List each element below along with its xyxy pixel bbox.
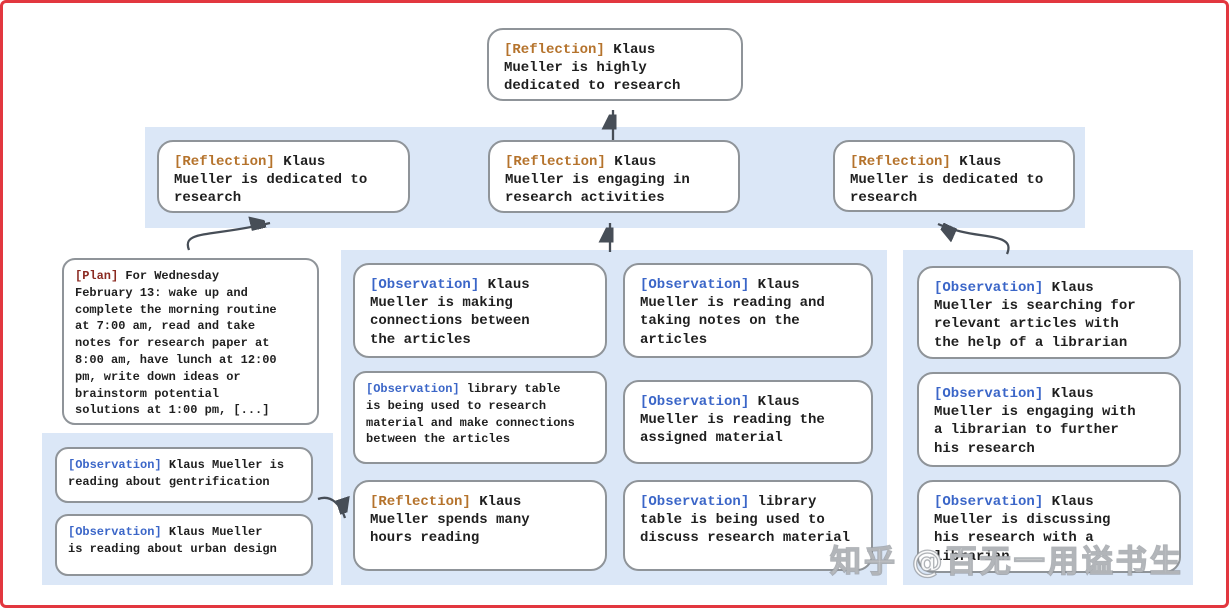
observation-tag: [Observation]	[366, 382, 460, 396]
node-observation-discussing-librarian: [Observation] Klaus Mueller is discussin…	[917, 480, 1181, 573]
node-observation-gentrification: [Observation] Klaus Mueller is reading a…	[55, 447, 313, 503]
node-text: Klaus Mueller is reading and taking note…	[640, 277, 825, 348]
reflection-tag: [Reflection]	[505, 154, 606, 170]
node-observation-assigned-material: [Observation] Klaus Mueller is reading t…	[623, 380, 873, 464]
reflection-tag: [Reflection]	[370, 494, 471, 510]
node-plan-wednesday: [Plan] For Wednesday February 13: wake u…	[62, 258, 319, 425]
node-text: Klaus Mueller is discussing his research…	[934, 494, 1111, 565]
zhihu-watermark: 知乎 @百无一用谥书生	[829, 543, 1184, 580]
node-observation-taking-notes: [Observation] Klaus Mueller is reading a…	[623, 263, 873, 358]
node-text: library table is being used to discuss r…	[640, 494, 851, 547]
plan-tag: [Plan]	[75, 269, 119, 283]
node-observation-urban-design: [Observation] Klaus Mueller is reading a…	[55, 514, 313, 576]
observation-tag: [Observation]	[934, 494, 1044, 510]
node-text: Klaus Mueller is reading about gentrific…	[68, 458, 285, 489]
node-observation-library-research: [Observation] library table is being use…	[353, 371, 607, 464]
node-reflection-dedicated-right: [Reflection] Klaus Mueller is dedicated …	[833, 140, 1075, 212]
node-observation-library-discuss: [Observation] library table is being use…	[623, 480, 873, 571]
node-text: Klaus Mueller spends many hours reading	[370, 494, 530, 547]
node-text: For Wednesday February 13: wake up and c…	[75, 269, 277, 418]
node-text: Klaus Mueller is dedicated to research	[850, 154, 1044, 207]
observation-tag: [Observation]	[68, 458, 162, 472]
observation-tag: [Observation]	[934, 386, 1044, 402]
node-reflection-engaging: [Reflection] Klaus Mueller is engaging i…	[488, 140, 740, 213]
reflection-tag: [Reflection]	[504, 42, 605, 58]
reflection-tag: [Reflection]	[850, 154, 951, 170]
node-reflection-hours-reading: [Reflection] Klaus Mueller spends many h…	[353, 480, 607, 571]
node-text: Klaus Mueller is reading about urban des…	[68, 525, 277, 556]
node-reflection-root: [Reflection] Klaus Mueller is highly ded…	[487, 28, 743, 101]
reflection-tag: [Reflection]	[174, 154, 275, 170]
node-observation-searching-articles: [Observation] Klaus Mueller is searching…	[917, 266, 1181, 359]
node-text: Klaus Mueller is dedicated to research	[174, 154, 368, 207]
observation-tag: [Observation]	[640, 277, 750, 293]
node-text: Klaus Mueller is making connections betw…	[370, 277, 530, 348]
node-text: Klaus Mueller is highly dedicated to res…	[504, 42, 681, 95]
node-text: Klaus Mueller is searching for relevant …	[934, 280, 1136, 351]
node-text: Klaus Mueller is engaging in research ac…	[505, 154, 690, 207]
observation-tag: [Observation]	[640, 494, 750, 510]
observation-tag: [Observation]	[68, 525, 162, 539]
observation-tag: [Observation]	[640, 394, 750, 410]
node-observation-engaging-librarian: [Observation] Klaus Mueller is engaging …	[917, 372, 1181, 467]
node-reflection-dedicated-left: [Reflection] Klaus Mueller is dedicated …	[157, 140, 410, 213]
observation-tag: [Observation]	[370, 277, 480, 293]
node-text: Klaus Mueller is engaging with a librari…	[934, 386, 1136, 457]
node-text: library table is being used to research …	[366, 382, 575, 447]
node-text: Klaus Mueller is reading the assigned ma…	[640, 394, 825, 447]
observation-tag: [Observation]	[934, 280, 1044, 296]
node-observation-making-connections: [Observation] Klaus Mueller is making co…	[353, 263, 607, 358]
